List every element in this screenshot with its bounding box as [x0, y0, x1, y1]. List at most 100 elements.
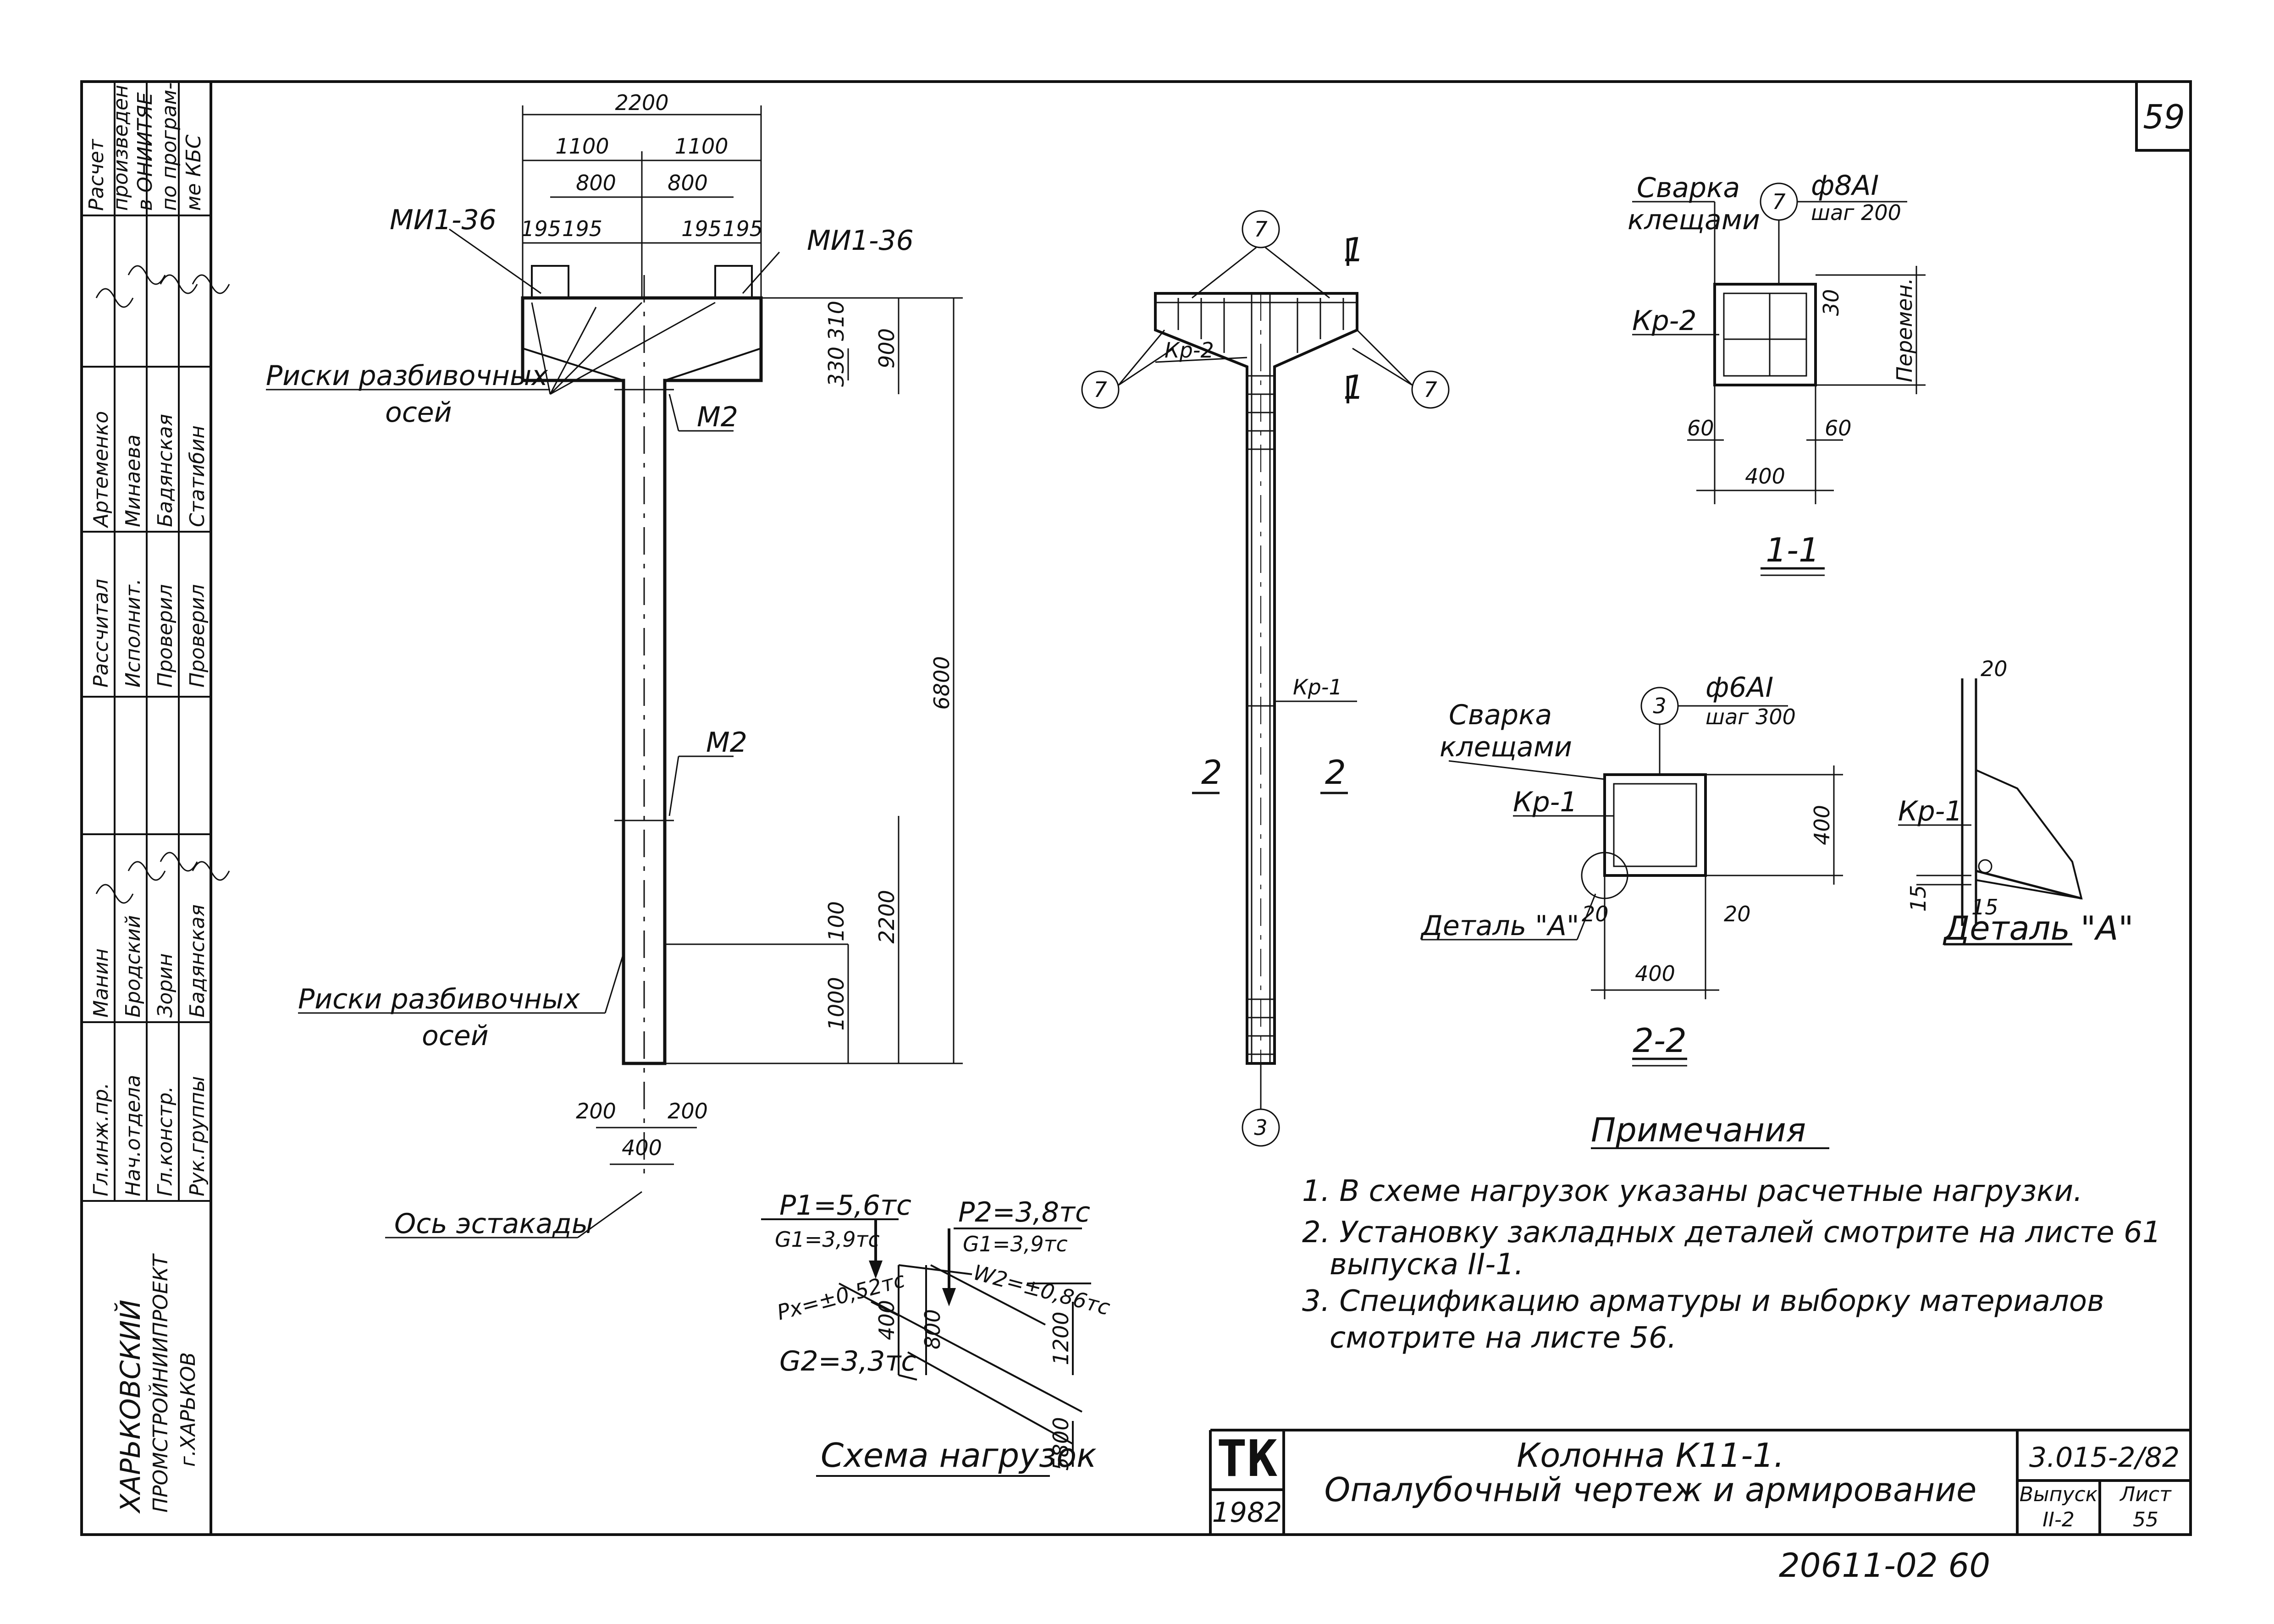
role2-4: Проверил	[186, 584, 209, 688]
axis-label: Ось эстакады	[394, 1208, 593, 1240]
note-3: 3. Спецификацию арматуры и выборку матер…	[1302, 1284, 2104, 1318]
dim-195-c: 195	[681, 216, 722, 241]
name2-3: Бадянская	[154, 414, 177, 527]
detail-a	[1898, 678, 2083, 946]
reinforcement-text: 7 7 7 3 Кр-2 Кр-1 1 1 2 2	[1093, 217, 1437, 1140]
sheet-value: 55	[2133, 1508, 2158, 1531]
load-p2: P2=3,8тс	[958, 1196, 1090, 1228]
s22-dim-400-h: 400	[1810, 805, 1834, 845]
dim-900: 900	[874, 328, 899, 369]
circle-7-right	[1411, 370, 1450, 409]
s11-step: шаг 200	[1811, 200, 1901, 225]
section-1-1-text: Сварка клещами 7 ф8АI шаг 200 Кр-2 30 Пе…	[1628, 170, 1917, 569]
sheet-label: Лист	[2119, 1483, 2172, 1506]
reinforcement-leaders	[1081, 210, 1450, 1147]
name-3: Зорин	[154, 953, 177, 1018]
circle-7-right-label: 7	[1424, 377, 1437, 402]
m2-top-label: М2	[697, 401, 738, 433]
load-diagram-text: P1=5,6тс G1=3,9тс P2=3,8тс G1=3,9тс W2=±…	[774, 1189, 1113, 1475]
dim-2200-lower: 2200	[874, 890, 899, 943]
issue-label: Выпуск	[2020, 1483, 2098, 1506]
calc-note-1: Расчет	[85, 138, 108, 211]
calc-note-3: в ОНИИТЯЕ	[133, 92, 157, 211]
notes-title: Примечания	[1591, 1111, 1806, 1149]
s11-weld-2: клещами	[1628, 204, 1760, 236]
elevation-dims-text: 2200 1100 1100 800 800 195 195 195 195 9…	[521, 90, 954, 1160]
reinforcement-stirrups	[1177, 298, 1344, 1055]
marks-label-top-1: Риски разбивочных	[266, 360, 548, 392]
circle-7-top-label: 7	[1254, 217, 1267, 242]
dim-800-right: 800	[668, 171, 708, 195]
note-3-cont: смотрите на листе 56.	[1330, 1321, 1677, 1355]
calc-note-4: по програм-	[158, 83, 181, 211]
name2-4: Статибин	[186, 425, 209, 527]
title-line-1: Колонна К11-1.	[1517, 1436, 1784, 1475]
note-2-cont: выпуска II-1.	[1330, 1248, 1523, 1282]
s22-title: 2-2	[1633, 1021, 1687, 1060]
name-4: Бадянская	[186, 904, 209, 1018]
issue-value: II-2	[2042, 1508, 2075, 1531]
dim-400: 400	[622, 1135, 662, 1160]
calc-note-2: произведен	[109, 85, 132, 211]
column-elevation	[521, 265, 848, 1183]
name-2: Бродский	[121, 915, 145, 1018]
role2-2: Исполнит.	[121, 578, 145, 688]
role2-1: Рассчитал	[89, 579, 113, 688]
s22-circle-label: 3	[1653, 694, 1666, 718]
detail-a-text: 20 Кр-1 15 15 Деталь "А"	[1898, 656, 2133, 947]
dim-195-d: 195	[723, 216, 763, 241]
s22-detail-label: Деталь "А"	[1420, 910, 1579, 942]
s11-dim-60-right: 60	[1825, 416, 1852, 440]
s11-variable: Перемен.	[1892, 278, 1917, 382]
dim-310: 310	[824, 301, 849, 341]
marks-label-bottom-1: Риски разбивочных	[298, 983, 580, 1015]
embedded-left-label: МИ1-36	[390, 204, 497, 236]
role2-3: Проверил	[154, 584, 177, 688]
dim-330: 330	[824, 347, 849, 387]
load-dim-5800: 5800	[1049, 1417, 1073, 1470]
kr1-label: Кр-1	[1293, 675, 1342, 699]
elevation-labels: МИ1-36 МИ1-36 Риски разбивочных осей М2 …	[266, 204, 914, 1240]
load-g1-left: G1=3,9тс	[775, 1227, 880, 1252]
s11-dim-30: 30	[1819, 289, 1843, 316]
detA-title: Деталь "А"	[1943, 909, 2133, 947]
elevation-dim-lines	[522, 105, 963, 1165]
cut-2-left: 2	[1201, 753, 1222, 792]
elevation-leaders	[266, 228, 780, 1239]
sheet-frame	[80, 80, 2192, 1536]
tk-logo: ТК	[1217, 1429, 1277, 1488]
s22-weld-1: Сварка	[1449, 699, 1552, 731]
load-g2: G2=3,3тс	[779, 1345, 916, 1377]
detA-kr: Кр-1	[1898, 795, 1963, 827]
circle-7-top	[1242, 210, 1280, 248]
load-p1: P1=5,6тс	[779, 1189, 911, 1222]
marks-label-top-2: осей	[385, 396, 452, 429]
note-1: 1. В схеме нагрузок указаны расчетные на…	[1302, 1174, 2083, 1208]
s11-dim-400: 400	[1745, 464, 1785, 489]
s11-bar: ф8АI	[1811, 170, 1879, 202]
calc-note-5: ме КБС	[182, 134, 205, 211]
role-1: Гл.инж.пр.	[89, 1083, 113, 1196]
s22-dim-20-right: 20	[1724, 902, 1751, 926]
s11-circle-label: 7	[1772, 189, 1785, 214]
dim-800-left: 800	[576, 171, 616, 195]
title-block: ТК 1982 Колонна К11-1. Опалубочный черте…	[1212, 1429, 2180, 1531]
m2-mid-label: М2	[706, 727, 747, 759]
org-name: ХАРЬКОВСКИЙ ПРОМСТРОЙНИИПРОЕКТ г.ХАРЬКОВ	[114, 1253, 200, 1514]
load-g1-right: G1=3,9тс	[963, 1232, 1068, 1256]
section-2-2	[1421, 687, 1843, 1067]
s22-dim-20-left: 20	[1582, 902, 1609, 926]
s22-weld-2: клещами	[1440, 731, 1572, 763]
s11-weld-1: Сварка	[1637, 172, 1740, 204]
title-line-2: Опалубочный чертеж и армирование	[1325, 1470, 1977, 1509]
load-dim-800: 800	[920, 1309, 945, 1349]
s11-kr: Кр-2	[1632, 305, 1697, 337]
dim-1000: 1000	[824, 977, 849, 1030]
notes-block: Примечания 1. В схеме нагрузок указаны р…	[1302, 1111, 2161, 1355]
section-2-2-text: Сварка клещами 3 ф6АI шаг 300 Кр-1 400 2…	[1420, 672, 1834, 1060]
org-line-1: ХАРЬКОВСКИЙ	[114, 1299, 147, 1514]
title-year: 1982	[1212, 1497, 1282, 1529]
load-diagram	[761, 1218, 1091, 1477]
kr2-label: Кр-2	[1165, 338, 1214, 363]
